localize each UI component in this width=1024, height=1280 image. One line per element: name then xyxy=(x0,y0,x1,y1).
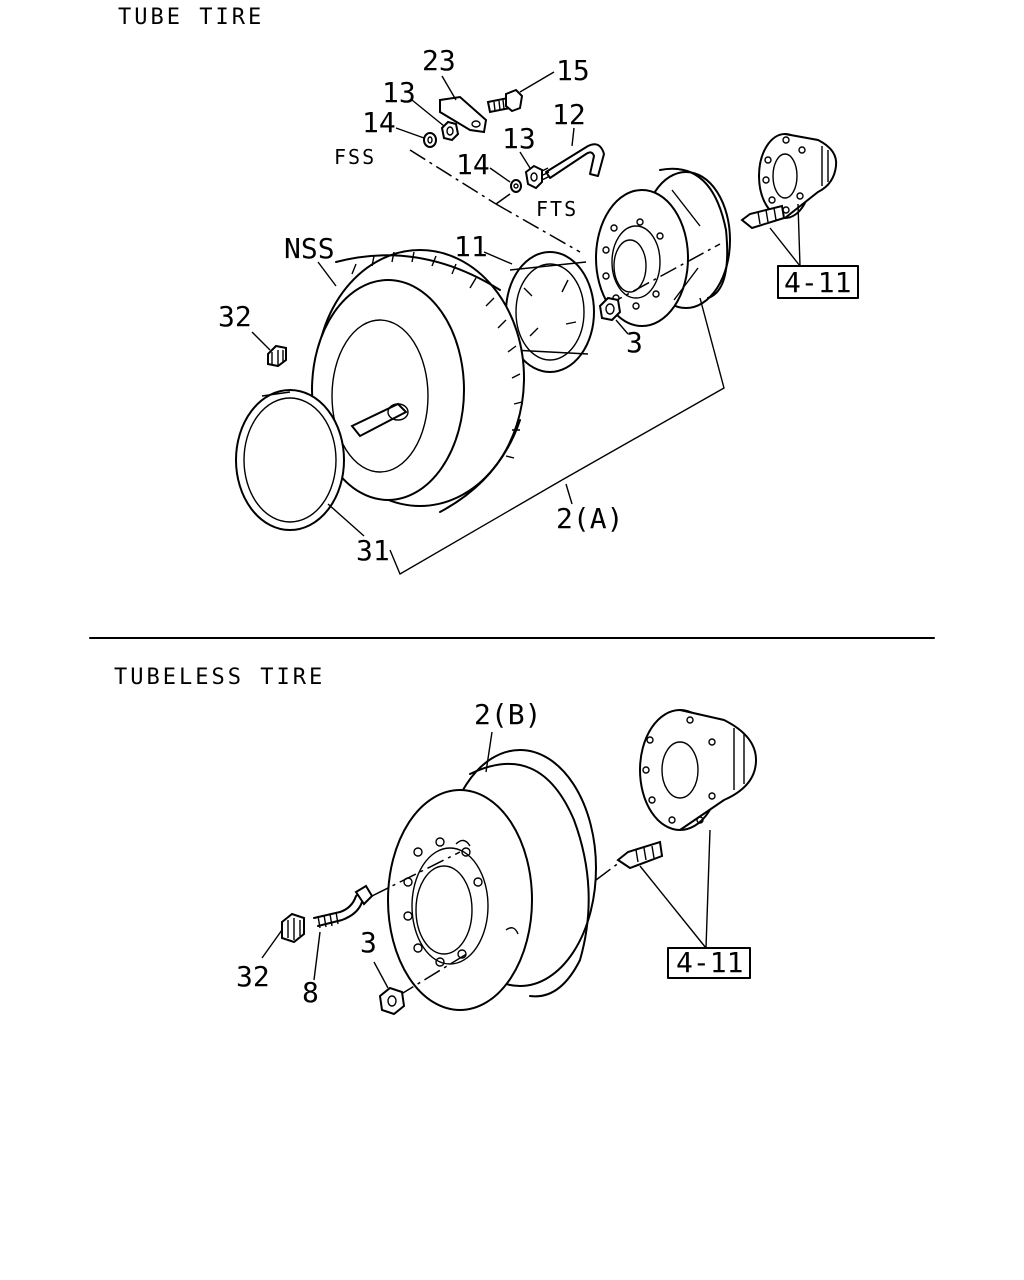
valve-cap-32-bottom xyxy=(281,912,305,944)
hub-top xyxy=(758,133,838,219)
bracket-23 xyxy=(439,95,488,134)
label-fts: FTS xyxy=(536,197,578,221)
nut-3-bottom xyxy=(378,986,406,1016)
washer-14-lower xyxy=(510,179,522,193)
hub-bottom xyxy=(639,709,758,831)
valve-cap-32-top xyxy=(267,344,287,368)
rim-top xyxy=(595,167,731,327)
label-11: 11 xyxy=(454,230,488,263)
ref-4-11-bottom: 4-11 xyxy=(676,946,743,979)
label-23: 23 xyxy=(422,44,456,77)
label-3-bottom: 3 xyxy=(360,926,377,959)
label-14-upper: 14 xyxy=(362,106,396,139)
ref-4-11-top: 4-11 xyxy=(784,266,851,299)
label-13-lower: 13 xyxy=(502,122,536,155)
tube-tire-title: TUBE TIRE xyxy=(118,5,264,30)
ref-box-bottom xyxy=(667,947,751,979)
label-2b: 2(B) xyxy=(474,698,541,731)
label-8: 8 xyxy=(302,976,319,1009)
label-12: 12 xyxy=(552,98,586,131)
nut-13-lower xyxy=(524,164,543,190)
label-32-top: 32 xyxy=(218,300,252,333)
label-fss: FSS xyxy=(334,145,376,169)
label-14-lower: 14 xyxy=(456,148,490,181)
label-32-bottom: 32 xyxy=(236,960,270,993)
ref-box-top xyxy=(777,265,859,299)
valve-8 xyxy=(313,884,374,929)
label-15: 15 xyxy=(556,54,590,87)
valve-extension-12 xyxy=(539,143,605,181)
label-nss: NSS xyxy=(284,232,335,265)
hub-stud-top xyxy=(740,204,786,230)
label-3-top: 3 xyxy=(626,326,643,359)
washer-14-upper xyxy=(423,132,437,148)
label-2a: 2(A) xyxy=(556,502,623,535)
label-13-upper: 13 xyxy=(382,76,416,109)
hub-stud-bottom xyxy=(616,840,664,870)
nut-13-upper xyxy=(440,120,460,142)
nut-3-top xyxy=(598,296,622,322)
tubeless-tire-title: TUBELESS TIRE xyxy=(114,665,325,690)
tire xyxy=(311,249,525,513)
lock-ring-31 xyxy=(235,389,345,531)
bolt-15 xyxy=(486,88,524,114)
label-31: 31 xyxy=(356,534,390,567)
rim-bottom xyxy=(387,749,597,1011)
